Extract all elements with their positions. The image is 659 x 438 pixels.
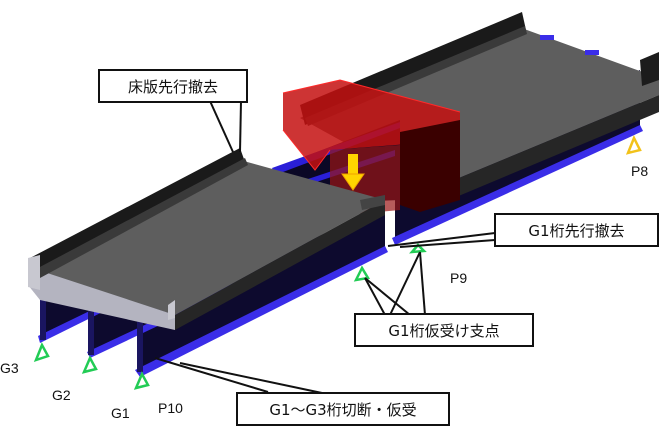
- label-p9: P9: [450, 270, 468, 286]
- right-deck-side: [430, 95, 659, 208]
- leader-slab: [209, 100, 234, 153]
- support-g2: [81, 355, 98, 374]
- left-deck-side: [175, 200, 385, 330]
- right-girder-flange: [392, 125, 643, 245]
- left-barrier: [30, 148, 245, 275]
- support-g1: [133, 371, 150, 390]
- label-p8: P8: [631, 163, 649, 179]
- leader-lines: [154, 100, 496, 394]
- supports: [33, 134, 642, 390]
- leader-g1-removal: [387, 232, 496, 247]
- callout-slab-removal: 床版先行撤去: [98, 69, 248, 103]
- support-p8: [625, 134, 642, 155]
- left-deck-top: [35, 160, 385, 315]
- support-g3: [33, 342, 50, 363]
- leader-temp-support: [364, 277, 386, 316]
- support-temp-1: [353, 265, 371, 282]
- label-g3: G3: [0, 360, 19, 376]
- callout-g1-temp-support: G1桁仮受け支点: [354, 313, 534, 347]
- label-g1: G1: [111, 405, 130, 421]
- label-g2: G2: [52, 387, 71, 403]
- left-span: [28, 148, 388, 377]
- lowering-arrow-icon: [341, 154, 365, 191]
- support-temp-2: [409, 243, 427, 254]
- callout-g1-removal: G1桁先行撤去: [494, 213, 659, 247]
- leader-cut: [154, 357, 269, 393]
- callout-g1-g3-cut: G1～G3桁切断・仮受: [236, 392, 450, 426]
- label-p10: P10: [158, 400, 183, 416]
